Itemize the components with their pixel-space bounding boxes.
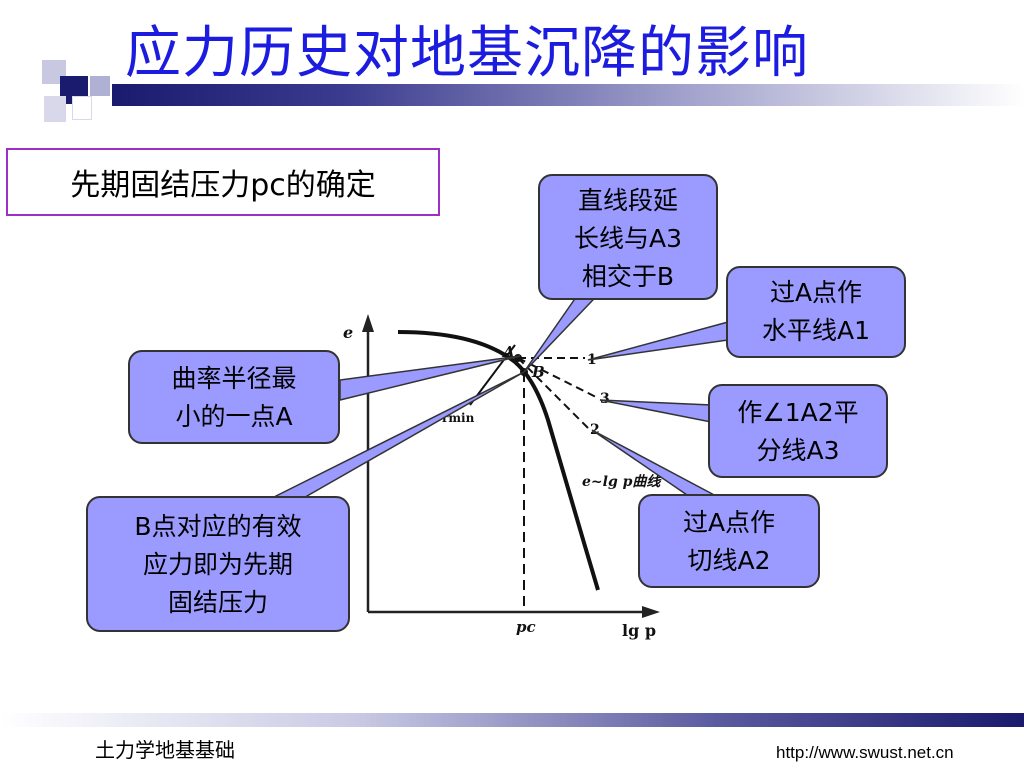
y-axis-arrow <box>362 314 374 332</box>
point-b-label: B <box>531 363 545 381</box>
footer-course-name: 土力学地基基础 <box>95 738 235 762</box>
title-underline-bar <box>112 84 1024 106</box>
callout-line: 小的一点A <box>175 402 293 431</box>
line2-label: 2 <box>590 422 600 438</box>
x-axis-label: lg p <box>622 621 656 640</box>
callout-line: 过A点作 <box>682 508 776 537</box>
callout-line: B点对应的有效 <box>134 512 302 541</box>
pointer-min-radius <box>339 355 521 401</box>
callout-b-extension: 直线段延 长线与A3 相交于B <box>538 174 718 300</box>
callout-line: 曲率半径最 <box>171 364 297 393</box>
callout-tangent: 过A点作 切线A2 <box>638 494 820 588</box>
callout-line: 固结压力 <box>167 588 268 617</box>
callout-line: 直线段延 <box>577 186 678 215</box>
callout-line: 过A点作 <box>769 278 863 307</box>
point-a <box>514 354 522 362</box>
pc-label: pc <box>516 618 536 636</box>
callout-bisector: 作∠1A2平 分线A3 <box>708 384 888 478</box>
decor-square <box>44 96 66 122</box>
decor-square <box>90 76 110 96</box>
footer-gradient-bar <box>0 713 1024 727</box>
subtitle-box: 先期固结压力pc的确定 <box>6 148 440 216</box>
callout-line: 作∠1A2平 <box>737 398 859 427</box>
slide-title: 应力历史对地基沉降的影响 <box>125 21 809 86</box>
footer-url: http://www.swust.net.cn <box>776 743 954 762</box>
x-axis-arrow <box>642 606 660 618</box>
callout-line: 水平线A1 <box>761 316 870 345</box>
callout-line: 应力即为先期 <box>142 550 293 579</box>
decor-square <box>72 96 92 120</box>
callout-min-radius: 曲率半径最 小的一点A <box>128 350 340 444</box>
curve-label: e~lg p曲线 <box>582 473 662 490</box>
callout-line: 切线A2 <box>687 546 771 575</box>
pointer-bisector <box>599 399 712 423</box>
callout-line: 分线A3 <box>756 436 840 465</box>
y-axis-label: e <box>343 323 353 342</box>
callout-line: 长线与A3 <box>573 224 682 253</box>
line-a2-dashed <box>517 357 589 429</box>
callout-line: 相交于B <box>581 262 675 291</box>
e-lgp-curve <box>397 330 600 591</box>
line3-label: 3 <box>600 391 610 407</box>
callout-b-pressure: B点对应的有效 应力即为先期 固结压力 <box>86 496 350 632</box>
callout-a1-horizontal: 过A点作 水平线A1 <box>726 266 906 358</box>
pointer-a1-horizontal <box>587 321 729 361</box>
